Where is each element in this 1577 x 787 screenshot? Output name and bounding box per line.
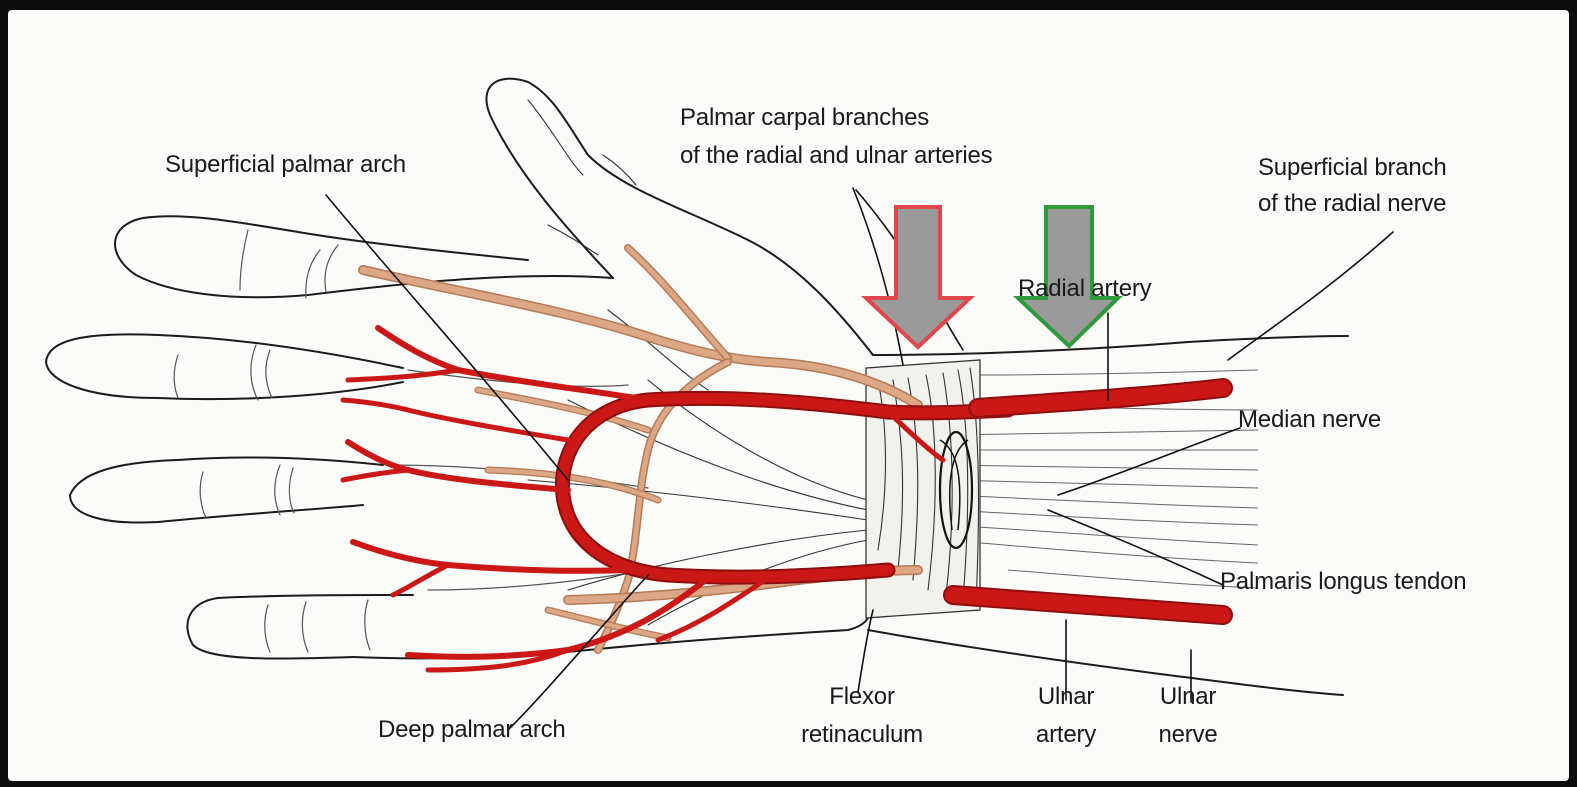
flexor-retinaculum	[866, 360, 980, 618]
ring-finger-outline	[70, 458, 383, 523]
middle-finger-outline	[46, 334, 403, 399]
label-superficial-branch-line2: of the radial nerve	[1258, 189, 1446, 219]
label-palmaris-longus-tendon: Palmaris longus tendon	[1220, 567, 1466, 597]
label-flexor-line1: Flexor	[792, 682, 932, 712]
index-finger-outline	[115, 216, 613, 297]
label-ulnar-nerve-line1: Ulnar	[1138, 682, 1238, 712]
arteries	[343, 328, 1223, 670]
label-palmar-carpal-line1: Palmar carpal branches	[680, 103, 929, 133]
label-ulnar-nerve-line2: nerve	[1138, 720, 1238, 750]
label-superficial-palmar-arch: Superficial palmar arch	[165, 150, 406, 180]
label-superficial-branch-line1: Superficial branch	[1258, 153, 1447, 183]
leader-lines	[326, 188, 1393, 730]
label-deep-palmar-arch: Deep palmar arch	[378, 715, 566, 745]
label-radial-artery: Radial artery	[1018, 274, 1151, 304]
label-palmar-carpal-line2: of the radial and ulnar arteries	[680, 141, 992, 171]
label-ulnar-artery-line1: Ulnar	[1016, 682, 1116, 712]
forearm-upper-outline	[873, 336, 1348, 355]
label-median-nerve: Median nerve	[1238, 405, 1381, 435]
red-down-arrow	[866, 207, 970, 347]
diagram-canvas: Superficial palmar arch Palmar carpal br…	[8, 10, 1569, 781]
label-flexor-line2: retinaculum	[792, 720, 932, 750]
little-finger-outline	[187, 595, 413, 659]
label-ulnar-artery-line2: artery	[1016, 720, 1116, 750]
